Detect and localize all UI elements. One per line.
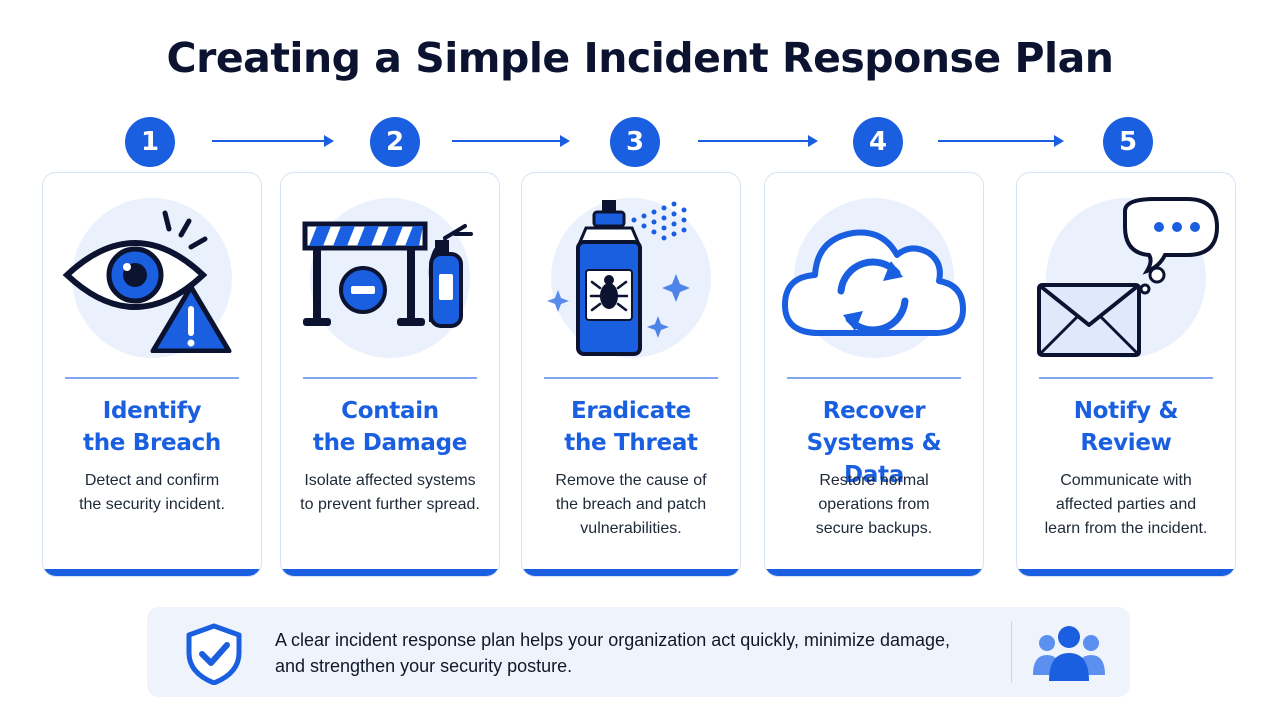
card-divider [1039, 377, 1213, 379]
step-1-description: Detect and confirm the security incident… [79, 472, 225, 513]
arrow-1-to-2 [212, 135, 334, 147]
step-2-title: Contain the Damage [312, 398, 468, 456]
step-card-identify: Identify the Breach Detect and confirm t… [42, 172, 262, 577]
step-3-description: Remove the cause of the breach and patch… [555, 472, 707, 537]
team-icon [1033, 626, 1105, 681]
footer-divider [1011, 621, 1012, 683]
step-4-description: Restore normal operations from secure ba… [815, 472, 933, 537]
step-5-title: Notify & Review [1073, 398, 1179, 456]
card-divider [544, 377, 718, 379]
step-4-number: 4 [853, 117, 903, 167]
step-1-number: 1 [125, 117, 175, 167]
bug-spray-icon [547, 200, 690, 356]
card-divider [65, 377, 239, 379]
step-2-number: 2 [370, 117, 420, 167]
step-card-eradicate: Eradicate the Threat Remove the cause of… [521, 172, 741, 577]
shield-check-icon [186, 623, 242, 685]
barrier-extinguisher-icon [302, 221, 473, 328]
arrow-4-to-5 [938, 135, 1064, 147]
summary-text: A clear incident response plan helps you… [275, 630, 951, 676]
eye-alert-icon [62, 210, 232, 353]
step-5-description: Communicate with affected parties and le… [1044, 472, 1208, 537]
step-1-title: Identify the Breach [83, 398, 221, 456]
summary-banner: A clear incident response plan helps you… [147, 607, 1130, 697]
step-card-recover: Recover Systems & Data Restore normal op… [764, 172, 984, 577]
arrow-2-to-3 [452, 135, 570, 147]
arrow-3-to-4 [698, 135, 818, 147]
step-card-notify: Notify & Review Communicate with affecte… [1016, 172, 1236, 577]
card-divider [303, 377, 477, 379]
cloud-sync-icon [782, 229, 966, 336]
card-divider [787, 377, 961, 379]
step-5-number: 5 [1103, 117, 1153, 167]
step-2-description: Isolate affected systems to prevent furt… [300, 472, 480, 513]
page-title: Creating a Simple Incident Response Plan [166, 34, 1114, 82]
step-card-contain: Contain the Damage Isolate affected syst… [280, 172, 500, 577]
envelope-chat-icon [1037, 197, 1220, 357]
step-3-title: Eradicate the Threat [564, 398, 698, 456]
step-3-number: 3 [610, 117, 660, 167]
step-4-title: Recover Systems & Data [806, 398, 942, 488]
